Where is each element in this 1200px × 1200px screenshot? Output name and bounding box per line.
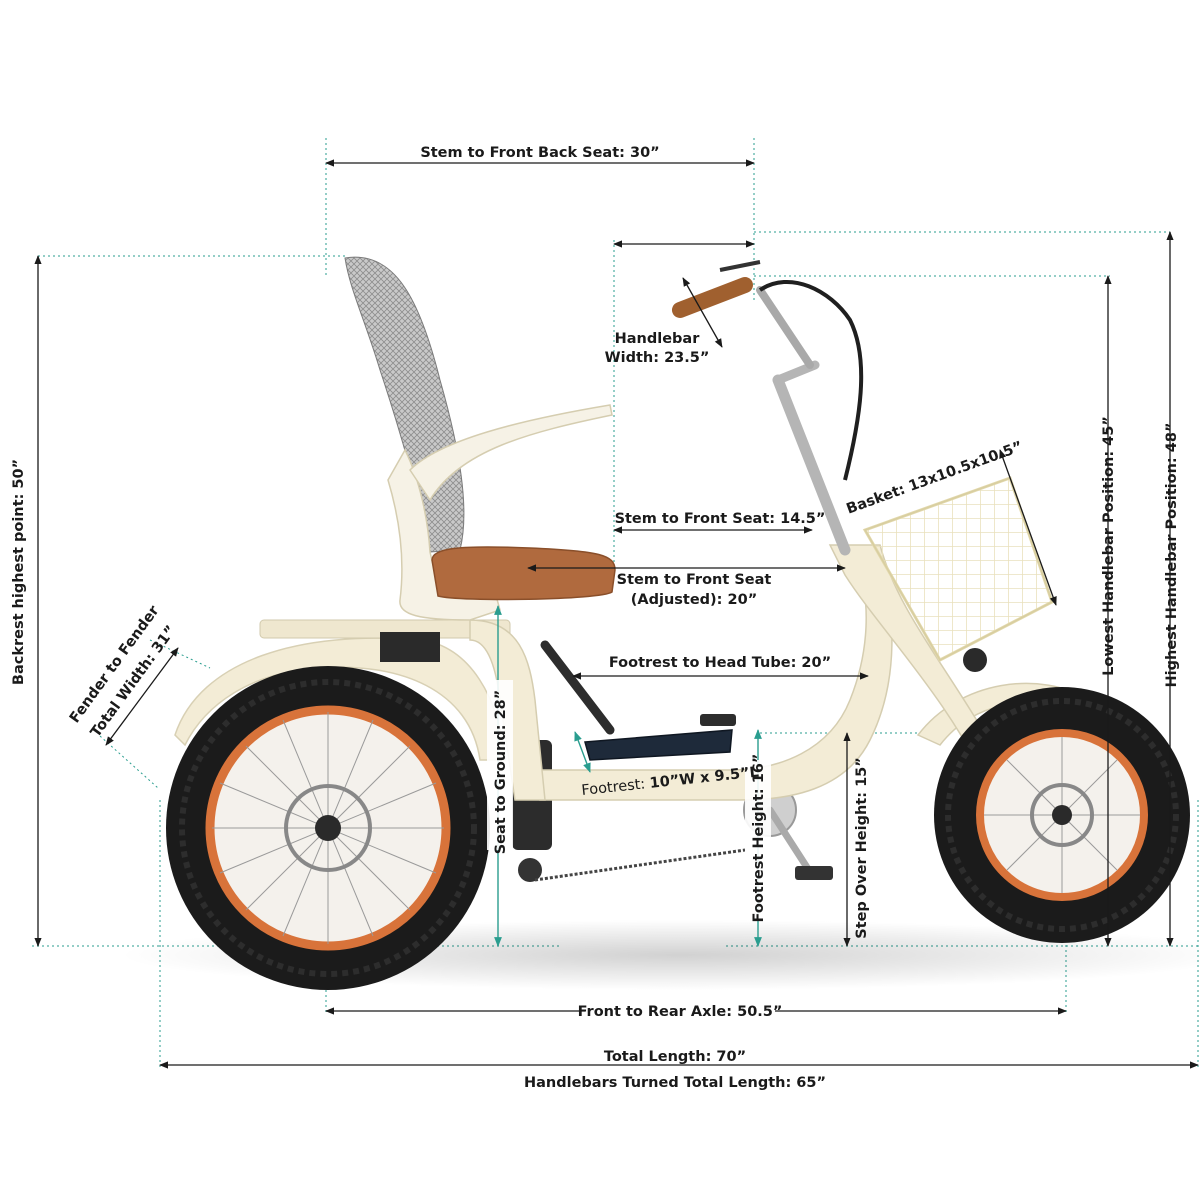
front-wheel	[934, 687, 1190, 943]
seat-chair	[344, 256, 616, 621]
label-stem-to-front-seat: Stem to Front Seat: 14.5”	[615, 511, 826, 527]
shock-absorber	[540, 640, 615, 735]
label-lowest-handlebar-position: Lowest Handlebar Position: 45”	[1101, 416, 1117, 676]
label-backrest-highest-point: Backrest highest point: 50”	[11, 459, 27, 685]
tricycle-illustration	[166, 256, 1190, 990]
label-footrest-size-prefix: Footrest:	[581, 776, 651, 799]
label-handlebar-width-line2: Width: 23.5”	[605, 350, 710, 366]
label-stem-to-front-back-seat: Stem to Front Back Seat: 30”	[420, 145, 659, 161]
label-total-length: Total Length: 70”	[604, 1049, 746, 1065]
label-handlebars-turned-total-length: Handlebars Turned Total Length: 65”	[524, 1075, 826, 1091]
label-stem-to-front-seat-adjusted-line1: Stem to Front Seat	[617, 572, 772, 588]
handlebar-assembly	[672, 260, 864, 556]
label-seat-to-ground: Seat to Ground: 28”	[493, 690, 509, 855]
battery-box	[380, 632, 440, 662]
label-handlebar-width-line1: Handlebar	[615, 331, 701, 347]
label-stem-to-front-seat-adjusted-line2: (Adjusted): 20”	[631, 592, 757, 608]
footrest-label-bg	[745, 760, 771, 920]
label-step-over-height: Step Over Height: 15”	[854, 757, 870, 939]
footrest-platform	[584, 729, 733, 761]
label-footrest-to-head-tube: Footrest to Head Tube: 20”	[609, 655, 831, 671]
rear-wheel-near	[166, 666, 490, 990]
footrest-clip	[700, 714, 736, 726]
label-footrest-height: Footrest Height: 16”	[751, 754, 767, 923]
seat-label-bg	[487, 680, 513, 850]
headlight	[963, 648, 987, 672]
axle-label-bg	[585, 1001, 775, 1021]
label-highest-handlebar-position: Highest Handlebar Position: 48”	[1164, 423, 1180, 688]
label-front-to-rear-axle: Front to Rear Axle: 50.5”	[578, 1004, 783, 1020]
